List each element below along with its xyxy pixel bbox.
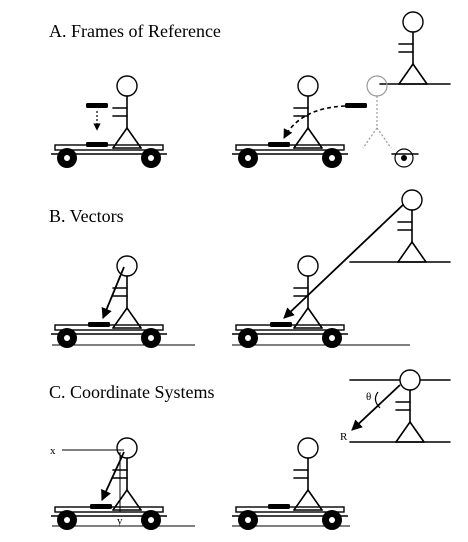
theta-label: θ <box>366 391 371 403</box>
section-a-observer <box>362 11 451 168</box>
section-c-left-cart: x y <box>50 437 195 531</box>
x-axis-label: x <box>50 445 56 457</box>
section-a-title: A. Frames of Reference <box>49 21 221 41</box>
section-c-title: C. Coordinate Systems <box>49 382 215 402</box>
section-b-left-cart <box>50 255 195 349</box>
section-b-right-cart <box>231 202 410 349</box>
section-c-observer: θ R <box>340 369 451 443</box>
section-a-right-cart <box>231 75 367 169</box>
section-b-title: B. Vectors <box>49 206 124 226</box>
section-a-left-cart <box>50 75 168 169</box>
section-b-observer <box>349 189 451 263</box>
r-label: R <box>340 431 348 443</box>
y-axis-label: y <box>117 515 123 527</box>
section-c-right-cart <box>231 437 350 531</box>
